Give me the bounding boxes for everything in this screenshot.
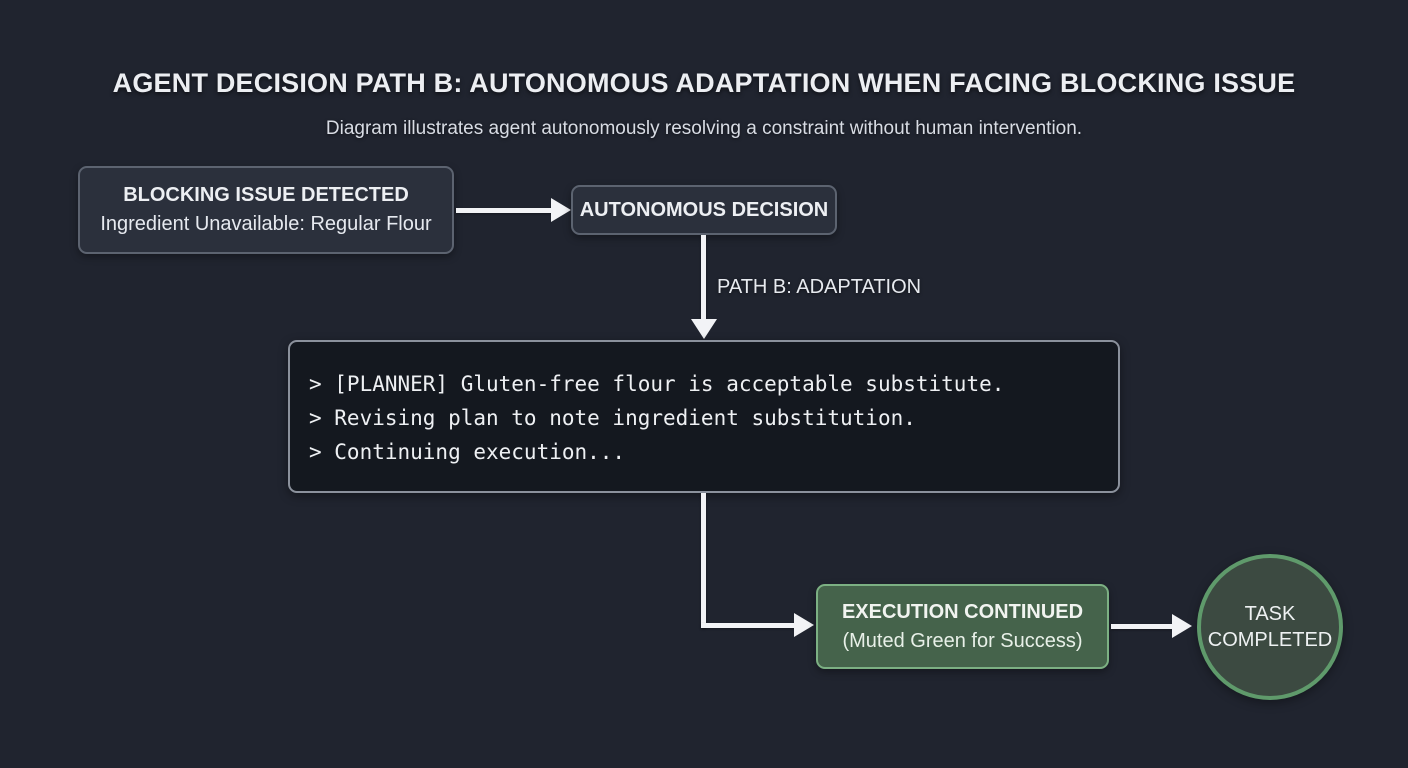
execution-continued-detail: (Muted Green for Success) bbox=[842, 629, 1083, 652]
arrow-line-issue-to-decision bbox=[456, 208, 552, 213]
task-completed-label: TASK COMPLETED bbox=[1207, 603, 1333, 651]
arrow-line-execution-to-completed bbox=[1111, 624, 1173, 629]
page-subtitle: Diagram illustrates agent autonomously r… bbox=[325, 118, 1083, 139]
arrow-head-terminal-to-execution-icon bbox=[794, 613, 814, 637]
blocking-issue-title: BLOCKING ISSUE DETECTED bbox=[123, 184, 409, 206]
execution-continued-title: EXECUTION CONTINUED bbox=[841, 600, 1084, 623]
node-task-completed: TASK COMPLETED bbox=[1197, 554, 1343, 700]
arrow-head-decision-to-terminal-icon bbox=[691, 319, 717, 339]
arrow-line-decision-to-terminal bbox=[701, 235, 706, 320]
autonomous-decision-label: AUTONOMOUS DECISION bbox=[579, 198, 829, 221]
page-title: AGENT DECISION PATH B: AUTONOMOUS ADAPTA… bbox=[112, 68, 1296, 98]
terminal-line: > [PLANNER] Gluten-free flour is accepta… bbox=[309, 372, 1005, 396]
terminal-log-panel: > [PLANNER] Gluten-free flour is accepta… bbox=[288, 340, 1120, 493]
arrow-line-terminal-right bbox=[701, 623, 795, 628]
node-autonomous-decision: AUTONOMOUS DECISION bbox=[571, 185, 837, 235]
node-blocking-issue: BLOCKING ISSUE DETECTED Ingredient Unava… bbox=[78, 166, 454, 254]
node-execution-continued: EXECUTION CONTINUED (Muted Green for Suc… bbox=[816, 584, 1109, 669]
blocking-issue-detail: Ingredient Unavailable: Regular Flour bbox=[100, 213, 432, 235]
terminal-line: > Continuing execution... bbox=[309, 440, 626, 464]
arrow-head-issue-to-decision-icon bbox=[551, 198, 571, 222]
arrow-line-terminal-down bbox=[701, 493, 706, 628]
arrow-head-execution-to-completed-icon bbox=[1172, 614, 1192, 638]
edge-label-path-b: PATH B: ADAPTATION bbox=[717, 276, 922, 298]
terminal-line: > Revising plan to note ingredient subst… bbox=[309, 406, 916, 430]
